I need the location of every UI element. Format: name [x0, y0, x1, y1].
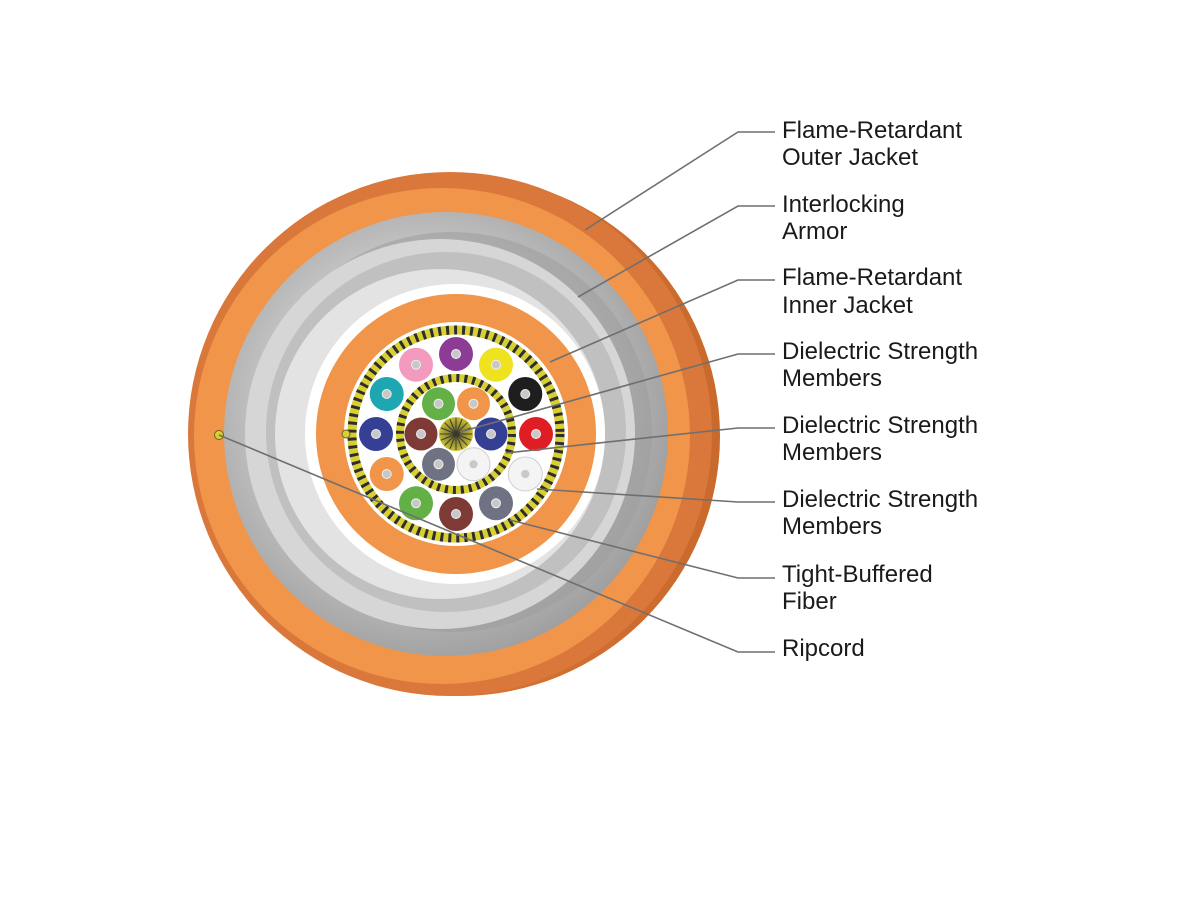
strength-member-ring-outer [347, 325, 565, 543]
inner-fiber-brown [404, 417, 438, 451]
inner-fiber-slate [422, 447, 455, 481]
leader-strength-3 [536, 488, 775, 503]
strength-member-ring-inner [396, 374, 516, 494]
label-strength-members-2: Dielectric Strength Members [782, 412, 985, 466]
inner-fiber-orange [457, 387, 490, 421]
label-strength-members-1: Dielectric Strength Members [782, 338, 985, 392]
label-tight-buffered-fiber: Tight-Buffered Fiber [782, 561, 939, 615]
label-armor: Interlocking Armor [782, 191, 911, 245]
label-inner-jacket: Flame-Retardant Inner Jacket [782, 264, 969, 319]
inner-fiber-group [404, 387, 508, 482]
outer-fiber-green [399, 486, 433, 521]
central-strength-member [439, 417, 473, 451]
label-ripcord: Ripcord [782, 635, 865, 662]
leader-ripcord [218, 434, 775, 653]
outer-fiber-yellow [479, 347, 513, 382]
outer-fiber-rose [399, 347, 433, 382]
outer-fiber-slate [479, 486, 513, 521]
labels: Flame-Retardant Outer Jacket Interlockin… [782, 117, 985, 662]
inner-fiber-blue [474, 417, 508, 451]
outer-fiber-group [359, 337, 553, 531]
outer-fiber-white [507, 456, 543, 492]
leader-lines [218, 131, 775, 653]
leader-inner-jacket [549, 279, 775, 363]
inner-fiber-white [456, 447, 491, 482]
outer-fiber-orange [369, 457, 404, 491]
leader-strength-1 [459, 353, 775, 433]
outer-fiber-purple [439, 337, 473, 371]
leader-fiber [509, 519, 775, 579]
outer-fiber-aqua [369, 377, 404, 411]
outer-fiber-red [519, 417, 553, 451]
outer-fiber-black [508, 377, 543, 411]
label-strength-members-3: Dielectric Strength Members [782, 486, 985, 540]
inner-fiber-green [422, 387, 455, 421]
leader-armor [577, 205, 775, 298]
ripcord-inner-dot [341, 429, 351, 439]
outer-fiber-blue [359, 417, 393, 451]
label-outer-jacket: Flame-Retardant Outer Jacket [782, 117, 969, 171]
leader-outer-jacket [584, 131, 775, 231]
leader-strength-2 [505, 427, 775, 454]
outer-fiber-brown [439, 497, 473, 531]
